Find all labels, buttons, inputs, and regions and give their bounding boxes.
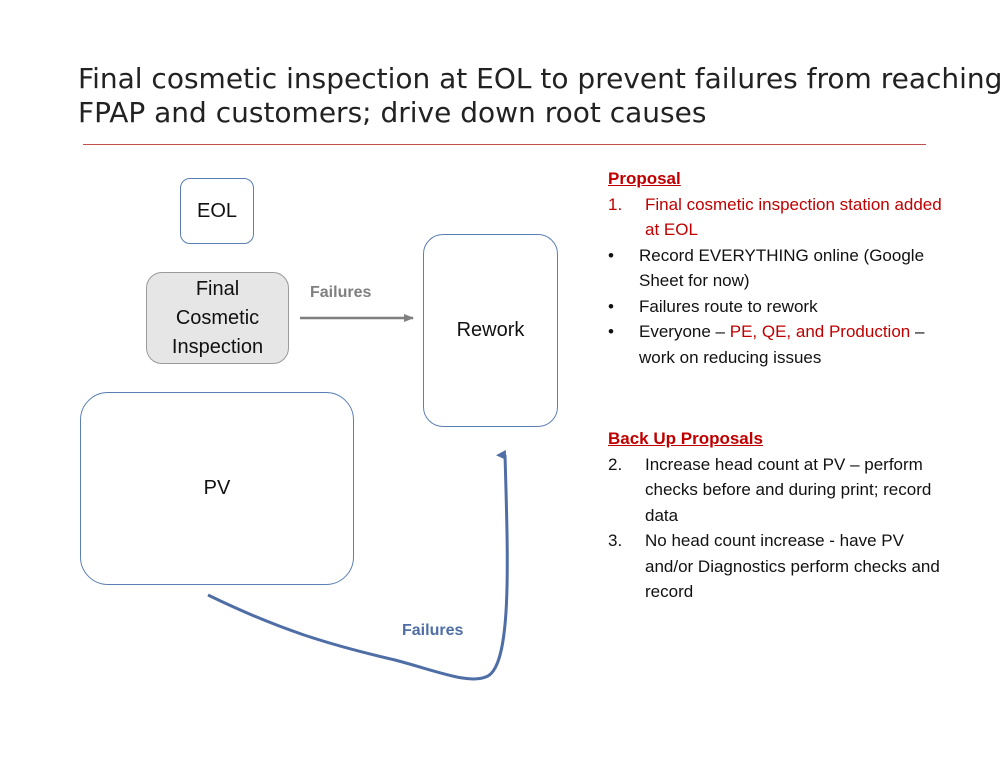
proposal-item-1: 1. Final cosmetic inspection station add… — [608, 192, 948, 243]
bullet-marker: • — [608, 296, 614, 316]
bullet-marker: • — [608, 245, 614, 265]
proposal-bullet-1-text: Record EVERYTHING online (Google Sheet f… — [639, 245, 925, 291]
eol-box: EOL — [180, 178, 254, 244]
pv-label: PV — [203, 477, 231, 499]
backup-item-2: 2. Increase head count at PV – perform c… — [608, 452, 948, 529]
backup-heading: Back Up Proposals — [608, 429, 763, 448]
inspection-label-line-2: Cosmetic — [175, 306, 260, 329]
inspection-failures-label: Failures — [310, 284, 372, 301]
pv-box: PV — [80, 392, 354, 585]
backup-item-3-text: No head count increase - have PV and/or … — [645, 531, 940, 601]
rework-box: Rework — [423, 234, 558, 427]
proposal-item-1-text: Final cosmetic inspection station added … — [645, 194, 942, 240]
proposal-bullet-3-text: Everyone – PE, QE, and Production – work… — [639, 319, 948, 370]
proposal-bullet-2-text: Failures route to rework — [639, 296, 818, 316]
proposal-heading: Proposal — [608, 169, 681, 188]
proposal-panel: Proposal 1. Final cosmetic inspection st… — [608, 166, 948, 605]
pv-failures-label: Failures — [402, 622, 464, 639]
final-cosmetic-inspection-box: Final Cosmetic Inspection — [146, 272, 289, 364]
inspection-label-line-1: Final — [195, 277, 240, 300]
slide-title: Final cosmetic inspection at EOL to prev… — [78, 62, 1003, 130]
backup-item-3-marker: 3. — [608, 531, 623, 550]
proposal-item-1-marker: 1. — [608, 194, 623, 214]
rework-label: Rework — [456, 319, 525, 341]
eol-label: EOL — [196, 199, 238, 222]
proposal-bullet-1: • Record EVERYTHING online (Google Sheet… — [608, 243, 948, 294]
pv-to-rework-arrow — [207, 449, 509, 681]
bullet-marker: • — [608, 322, 614, 341]
teams-highlight: PE, QE, and Production — [729, 322, 911, 341]
proposal-bullet-2: • Failures route to rework — [608, 294, 948, 320]
slide-title-line-2: FPAP and customers; drive down root caus… — [78, 96, 707, 129]
backup-item-2-marker: 2. — [608, 454, 623, 474]
backup-section: Back Up Proposals 2. Increase head count… — [608, 426, 948, 605]
everyone-prefix: Everyone – — [639, 322, 730, 341]
backup-item-3: 3. No head count increase - have PV and/… — [608, 528, 948, 605]
backup-item-2-text: Increase head count at PV – perform chec… — [645, 454, 932, 525]
final-cosmetic-inspection-label: Final Cosmetic Inspection — [172, 275, 263, 362]
inspection-label-line-3: Inspection — [171, 335, 264, 358]
slide-title-line-1: Final cosmetic inspection at EOL to prev… — [78, 62, 1003, 95]
everyone-suffix: – work on reducing issues — [639, 322, 925, 367]
proposal-bullet-3: • Everyone – PE, QE, and Production – wo… — [608, 319, 948, 370]
title-divider — [83, 144, 926, 145]
